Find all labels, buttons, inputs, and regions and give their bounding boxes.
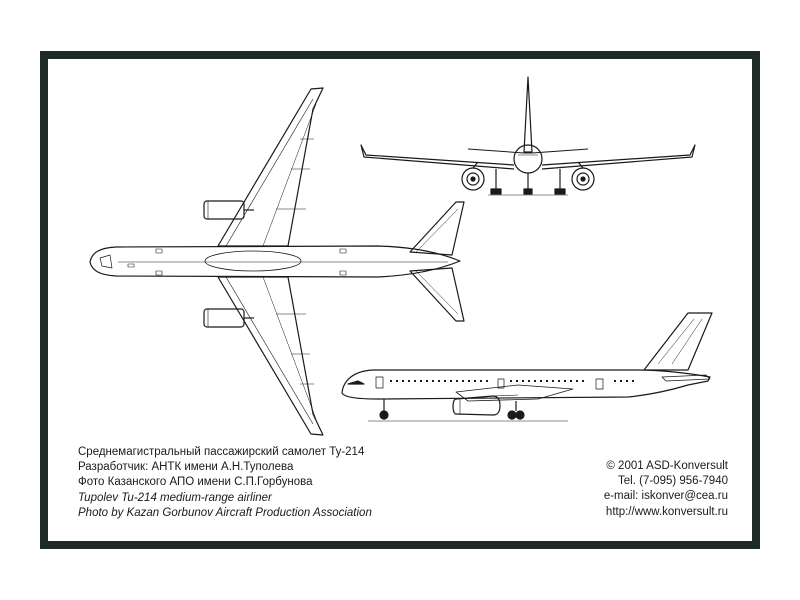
side-view-wing (455, 384, 574, 402)
postcard: Среднемагистральный пассажирский самолет… (48, 59, 752, 541)
top-view-engine-upper (203, 200, 245, 220)
side-view-engine (452, 395, 501, 416)
top-view-aircraft (89, 87, 465, 436)
three-view-drawing (89, 76, 713, 436)
front-view-aircraft (360, 76, 696, 196)
side-view-windows (390, 380, 634, 382)
front-view-right-wing (541, 144, 696, 170)
top-view-upper-wing (217, 87, 324, 247)
top-view-lower-wing (217, 276, 324, 436)
top-view-tail-upper (409, 201, 465, 256)
side-view-fin (643, 312, 713, 371)
phone-text: Tel. (7-095) 956-7940 (618, 475, 728, 488)
side-view-aircraft (341, 312, 713, 422)
side-view-fuselage (341, 369, 711, 400)
caption-block: Среднемагистральный пассажирский самолет… (78, 445, 498, 521)
copyright-text: © 2001 ASD-Konversult (606, 460, 728, 472)
caption-title-en: Tupolev Tu-214 medium-range airliner (78, 491, 272, 504)
top-view-tail-lower (409, 267, 465, 322)
caption-title-ru: Среднемагистральный пассажирский самолет… (78, 446, 365, 458)
caption-photo-ru: Фото Казанского АПО имени С.П.Горбунова (78, 476, 313, 489)
caption-photo-en: Photo by Kazan Gorbunov Aircraft Product… (78, 506, 372, 519)
front-view-fuselage (513, 144, 543, 174)
website-url: http://www.konversult.ru (605, 505, 728, 518)
caption-developer-ru: Разработчик: АНТК имени А.Н.Туполева (78, 461, 294, 474)
credits-block: © 2001 ASD-Konversult Tel. (7-095) 956-7… (508, 459, 728, 520)
front-view-fin (523, 76, 533, 153)
email-text: e-mail: iskonver@cea.ru (603, 490, 728, 503)
front-view-left-wing (360, 144, 515, 170)
top-view-fuselage (89, 245, 461, 278)
